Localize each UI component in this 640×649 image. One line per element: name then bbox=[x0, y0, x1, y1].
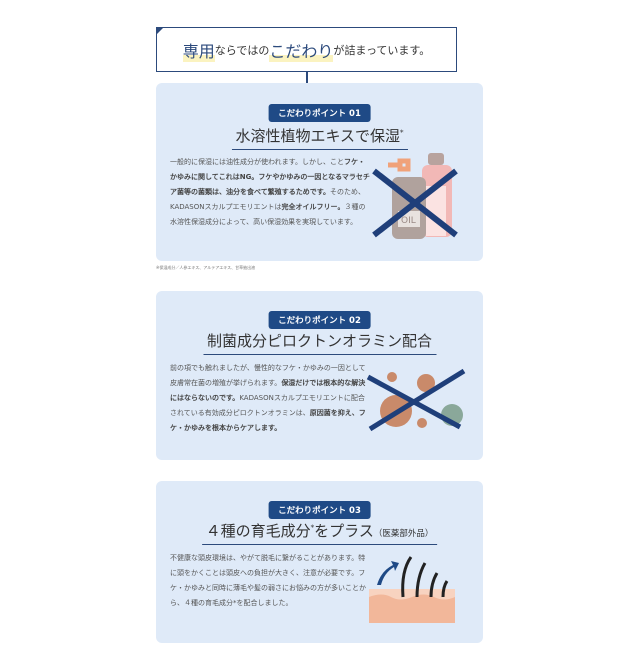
section-header: 専用ならではのこだわりが詰まっています。 bbox=[156, 27, 457, 72]
point-title: ４種の育毛成分*をプラス（医薬部外品） bbox=[201, 520, 438, 545]
header-text-1: ならではの bbox=[214, 43, 270, 57]
title-text: ４種の育毛成分 bbox=[205, 522, 311, 540]
point-card-02: こだわりポイント 02 制菌成分ピロクトンオラミン配合 前の項でも触れましたが、… bbox=[156, 291, 483, 460]
point-badge: こだわりポイント 01 bbox=[268, 104, 371, 122]
bacteria-crossed-icon bbox=[366, 368, 466, 432]
body-text: 前の項でも触れましたが、慢性的なフケ・かゆみの一因として皮膚常在菌の増殖が挙げら… bbox=[170, 364, 366, 387]
point-card-01: こだわりポイント 01 水溶性植物エキスで保湿* 一般的に保湿には油性成分が使わ… bbox=[156, 83, 483, 261]
point-badge: こだわりポイント 03 bbox=[268, 501, 371, 519]
title-mark: * bbox=[400, 129, 404, 137]
svg-text:OIL: OIL bbox=[401, 216, 416, 226]
body-emphasis: 完全オイルフリー。 bbox=[281, 203, 345, 211]
point-body: 前の項でも触れましたが、慢性的なフケ・かゆみの一因として皮膚常在菌の増殖が挙げら… bbox=[170, 361, 370, 436]
body-text: 一般的に保湿には油性成分が使われます。しかし、こと bbox=[170, 158, 344, 166]
body-emphasis: 保湿だけでは根本的な解決にはならないのです。 bbox=[170, 379, 366, 402]
body-text: そのため、KADASONスカルプエモリエントは bbox=[170, 188, 366, 211]
point-body: 一般的に保湿には油性成分が使われます。しかし、ことフケ・かゆみに関してこれはNG… bbox=[170, 155, 370, 230]
title-mark: * bbox=[310, 524, 315, 532]
body-text: KADASONスカルプエモリエントに配合されている有効成分ピロクトンオラミンは、 bbox=[170, 394, 365, 417]
point-badge: こだわりポイント 02 bbox=[268, 311, 371, 329]
header-em-1: 専用 bbox=[182, 37, 215, 62]
point-title: 制菌成分ピロクトンオラミン配合 bbox=[202, 330, 437, 355]
header-text-2: が詰まっています。 bbox=[333, 43, 431, 57]
header-em-2: こだわり bbox=[269, 37, 334, 62]
footnote: ※保湿成分／人参エキス、アルテアエキス、甘草抽出液 bbox=[156, 265, 256, 270]
title-rest: をプラス bbox=[314, 522, 374, 540]
point-card-03: こだわりポイント 03 ４種の育毛成分*をプラス（医薬部外品） 不健康な頭皮環境… bbox=[156, 481, 483, 643]
oil-bottles-crossed-icon: OIL bbox=[372, 153, 458, 239]
body-emphasis: 原因菌を抑え、フケ・かゆみを根本からケアします。 bbox=[170, 409, 366, 432]
title-text: 水溶性植物エキスで保湿 bbox=[235, 127, 401, 145]
point-body: 不健康な頭皮環境は、やがて脱毛に繋がることがあります。特に頭をかくことは頭皮への… bbox=[170, 551, 370, 611]
hair-growth-icon bbox=[369, 556, 455, 623]
body-text: 不健康な頭皮環境は、やがて脱毛に繋がることがあります。特に頭をかくことは頭皮への… bbox=[170, 554, 366, 607]
body-emphasis: フケ・かゆみに関してこれはNG。フケやかゆみの一因となるマラセチア菌等の菌類は、… bbox=[170, 158, 370, 196]
body-text: ３種の水溶性保湿成分によって、高い保湿効果を実現しています。 bbox=[170, 203, 366, 226]
title-note: （医薬部外品） bbox=[373, 529, 434, 539]
point-title: 水溶性植物エキスで保湿* bbox=[231, 125, 408, 150]
connector-line bbox=[306, 72, 308, 84]
